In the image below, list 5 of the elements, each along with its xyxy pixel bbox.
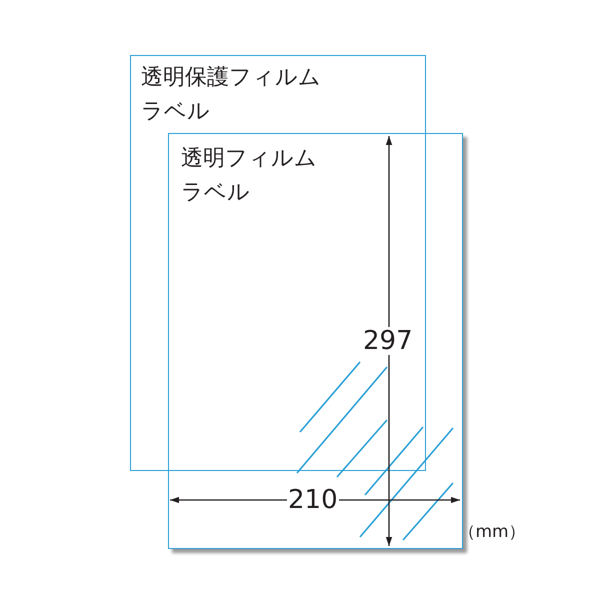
sheet-title: 透明フィルムラベル [181,145,318,207]
label-sheet [130,55,426,471]
sheet-title: 透明保護フィルムラベル [141,64,322,126]
unit-label: （mm） [458,521,527,544]
label-sheet [168,133,463,549]
